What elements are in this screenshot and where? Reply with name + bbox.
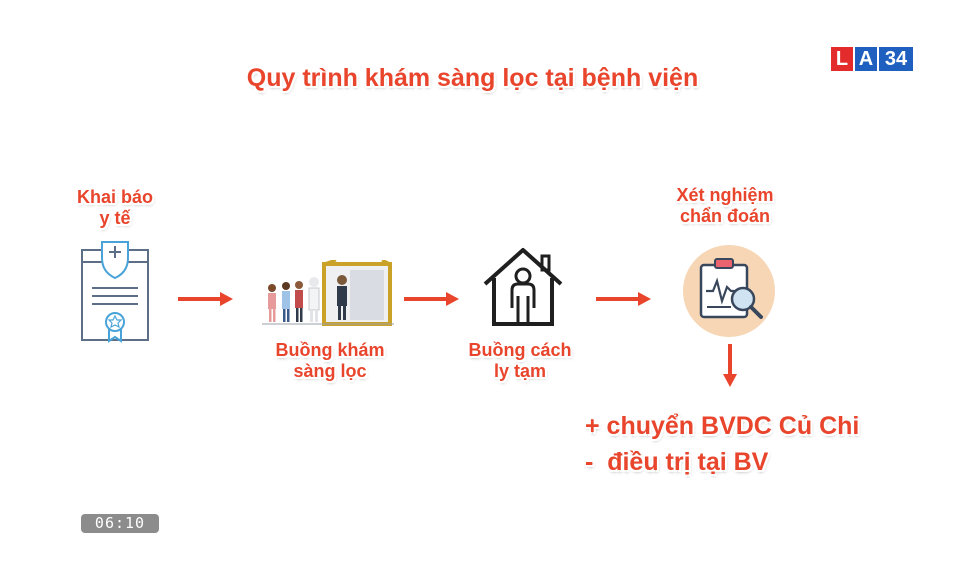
logo-letter-a: A [855,47,877,71]
step-label-line1: Buồng khám [275,340,385,360]
step-label-line1: Xét nghiệm [676,185,774,205]
diagnostic-test-clipboard-icon [683,245,775,337]
timestamp-badge: 06:10 [81,514,159,533]
flow-arrow-1 [178,292,233,306]
outcome-transfer: + chuyển BVDC Củ Chi [585,412,860,440]
step-label-isolation-room: Buồng cách ly tạm [445,340,595,381]
step-label-diagnostic-test: Xét nghiệm chẩn đoán [645,185,805,226]
step-label-line2: sàng lọc [293,360,367,381]
logo-number: 34 [879,47,913,71]
medical-declaration-document-icon [81,241,149,343]
flow-arrow-down [723,344,737,387]
step-label-line2: ly tạm [493,360,547,381]
step-label-line2: y tế [99,207,131,228]
flow-arrow-2 [404,292,459,306]
flow-arrow-3 [596,292,651,306]
step-label-medical-declaration: Khai báo y tế [55,187,175,228]
outcome-list: + chuyển BVDC Củ Chi - điều trị tại BV [585,408,859,480]
step-label-screening-booth: Buồng khám sàng lọc [245,340,415,381]
screening-booth-icon [262,260,394,326]
outcome-treat: - điều trị tại BV [585,448,769,476]
step-label-line2: chẩn đoán [679,205,770,226]
logo-letter-l: L [831,47,853,71]
isolation-house-icon [483,248,563,326]
channel-logo: L A 34 [831,47,913,71]
diagram-title: Quy trình khám sàng lọc tại bệnh viện [246,64,699,92]
step-label-line1: Buồng cách [468,340,572,360]
step-label-line1: Khai báo [76,187,153,207]
